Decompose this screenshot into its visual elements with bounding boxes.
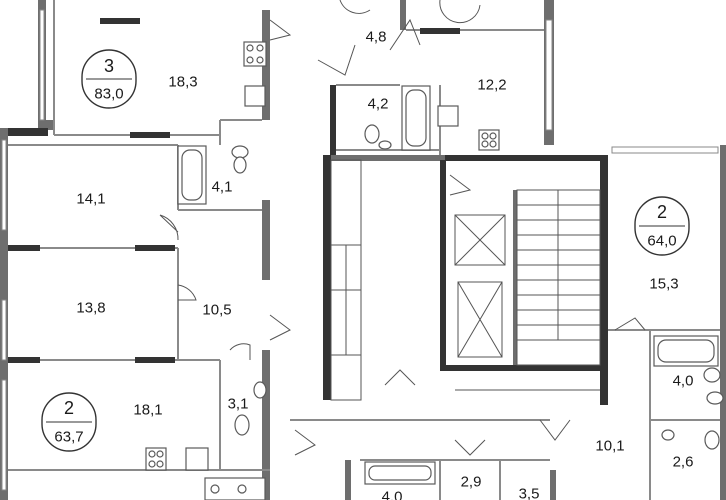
stairwell bbox=[455, 189, 601, 391]
room-labels: 18,3 4,1 14,1 13,8 10,5 18,1 3,1 4,8 4,2… bbox=[76, 29, 693, 500]
room-area-label: 4,8 bbox=[366, 29, 387, 46]
doors bbox=[159, 18, 646, 456]
room-area-label: 12,2 bbox=[477, 77, 506, 94]
apartment-area: 64,0 bbox=[647, 233, 676, 250]
room-area-label: 10,5 bbox=[202, 302, 231, 319]
accent-walls bbox=[8, 18, 608, 405]
room-area-label: 3,1 bbox=[228, 396, 249, 413]
apartment-badge-a3: 2 64,0 bbox=[634, 196, 690, 256]
apartment-area: 63,7 bbox=[54, 429, 83, 446]
apartment-badge-a2: 2 63,7 bbox=[41, 392, 97, 452]
core-shafts bbox=[330, 159, 362, 401]
elevators bbox=[454, 214, 506, 358]
room-area-label: 4,0 bbox=[673, 373, 694, 390]
room-area-label: 2,6 bbox=[673, 454, 694, 471]
room-area-label: 4,1 bbox=[212, 179, 233, 196]
room-area-label: 4,0 bbox=[382, 489, 403, 500]
apartment-rooms: 2 bbox=[64, 398, 74, 418]
room-area-label: 14,1 bbox=[76, 191, 105, 208]
fixtures bbox=[145, 41, 724, 500]
room-area-label: 13,8 bbox=[76, 300, 105, 317]
room-area-label: 10,1 bbox=[595, 438, 624, 455]
room-area-label: 2,9 bbox=[461, 474, 482, 491]
room-area-label: 15,3 bbox=[649, 276, 678, 293]
room-area-label: 4,2 bbox=[368, 96, 389, 113]
apartment-rooms: 3 bbox=[104, 56, 114, 76]
apartment-rooms: 2 bbox=[657, 202, 667, 222]
room-area-label: 18,3 bbox=[168, 74, 197, 91]
apartment-area: 83,0 bbox=[94, 86, 123, 103]
room-area-label: 3,5 bbox=[519, 486, 540, 500]
apartment-badge-a1: 3 83,0 bbox=[81, 49, 137, 109]
room-area-label: 18,1 bbox=[133, 402, 162, 419]
cropped-badges bbox=[339, 0, 481, 24]
